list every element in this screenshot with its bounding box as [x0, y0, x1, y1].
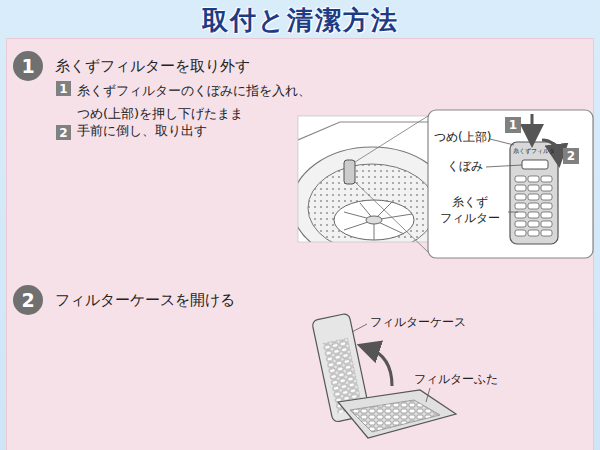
drum-frame [298, 116, 430, 242]
part-label: 糸くず フィルター [434, 195, 506, 226]
part-label: フィルターふた [414, 372, 498, 388]
top-frame [298, 122, 430, 140]
callout-number: 2 [563, 148, 579, 164]
callout-number: 1 [505, 117, 521, 133]
press-arrow [531, 114, 534, 136]
filter-print: 糸くずフィルタ [513, 147, 555, 155]
filter-recess [522, 160, 548, 169]
filter-slot [515, 221, 526, 227]
filter-slot [515, 230, 526, 236]
filter-slot [528, 185, 539, 191]
filter-slot [515, 203, 526, 209]
part-label: フィルターケース [370, 315, 466, 331]
pulsator-hub [366, 216, 382, 224]
filter-slot [528, 230, 539, 236]
number-text: 2 [59, 126, 67, 140]
instruction-text: 手前に倒し、取り出す [77, 123, 207, 140]
filter-slot [541, 212, 552, 218]
inner-drum [308, 164, 430, 242]
filter-slot [541, 194, 552, 200]
part-label: つめ(上部) [434, 130, 491, 146]
filter-in-drum [344, 160, 355, 184]
filter-slot [528, 194, 539, 200]
filter-slot [541, 176, 552, 182]
open-arrow [368, 348, 392, 386]
filter-lid [338, 390, 456, 438]
instruction-text: 糸くずフィルターのくぼみに指を入れ、 つめ(上部)を押し下げたまま [77, 79, 327, 125]
step-heading: フィルターケースを開ける [55, 291, 235, 311]
filter-slot [541, 230, 552, 236]
filter-slot [515, 194, 526, 200]
number-text: 1 [21, 55, 34, 77]
lid-mesh [350, 400, 440, 432]
leader-lines-2 [352, 324, 430, 402]
pulsator-fins [344, 202, 412, 240]
filter-slot [541, 185, 552, 191]
number-text: 1 [509, 118, 517, 132]
filter-slots [515, 176, 552, 236]
substep-number: 1 [56, 81, 71, 96]
number-text: 2 [567, 149, 575, 163]
filter-slot [515, 176, 526, 182]
filter-slot [528, 221, 539, 227]
filter-slot [541, 203, 552, 209]
filter-slot [541, 221, 552, 227]
washer-drum [298, 116, 430, 242]
filter-slot [515, 185, 526, 191]
pulsator [334, 200, 414, 240]
number-text: 2 [21, 289, 34, 311]
inset-box [428, 110, 593, 258]
step-circle: 1 [13, 51, 43, 81]
substep-number: 2 [56, 125, 71, 140]
outer-tub [298, 147, 430, 242]
step-circle: 2 [13, 285, 43, 315]
filter-slot [515, 212, 526, 218]
lint-filter [510, 142, 558, 244]
step-heading: 糸くずフィルターを取り外す [55, 57, 250, 77]
filter-slot [528, 212, 539, 218]
filter-slot [528, 176, 539, 182]
number-text: 1 [59, 82, 67, 96]
filter-slot [528, 203, 539, 209]
page-title: 取付と清潔方法 [0, 3, 600, 38]
part-label: くぼみ [447, 159, 483, 175]
zoom-lines [355, 116, 428, 252]
